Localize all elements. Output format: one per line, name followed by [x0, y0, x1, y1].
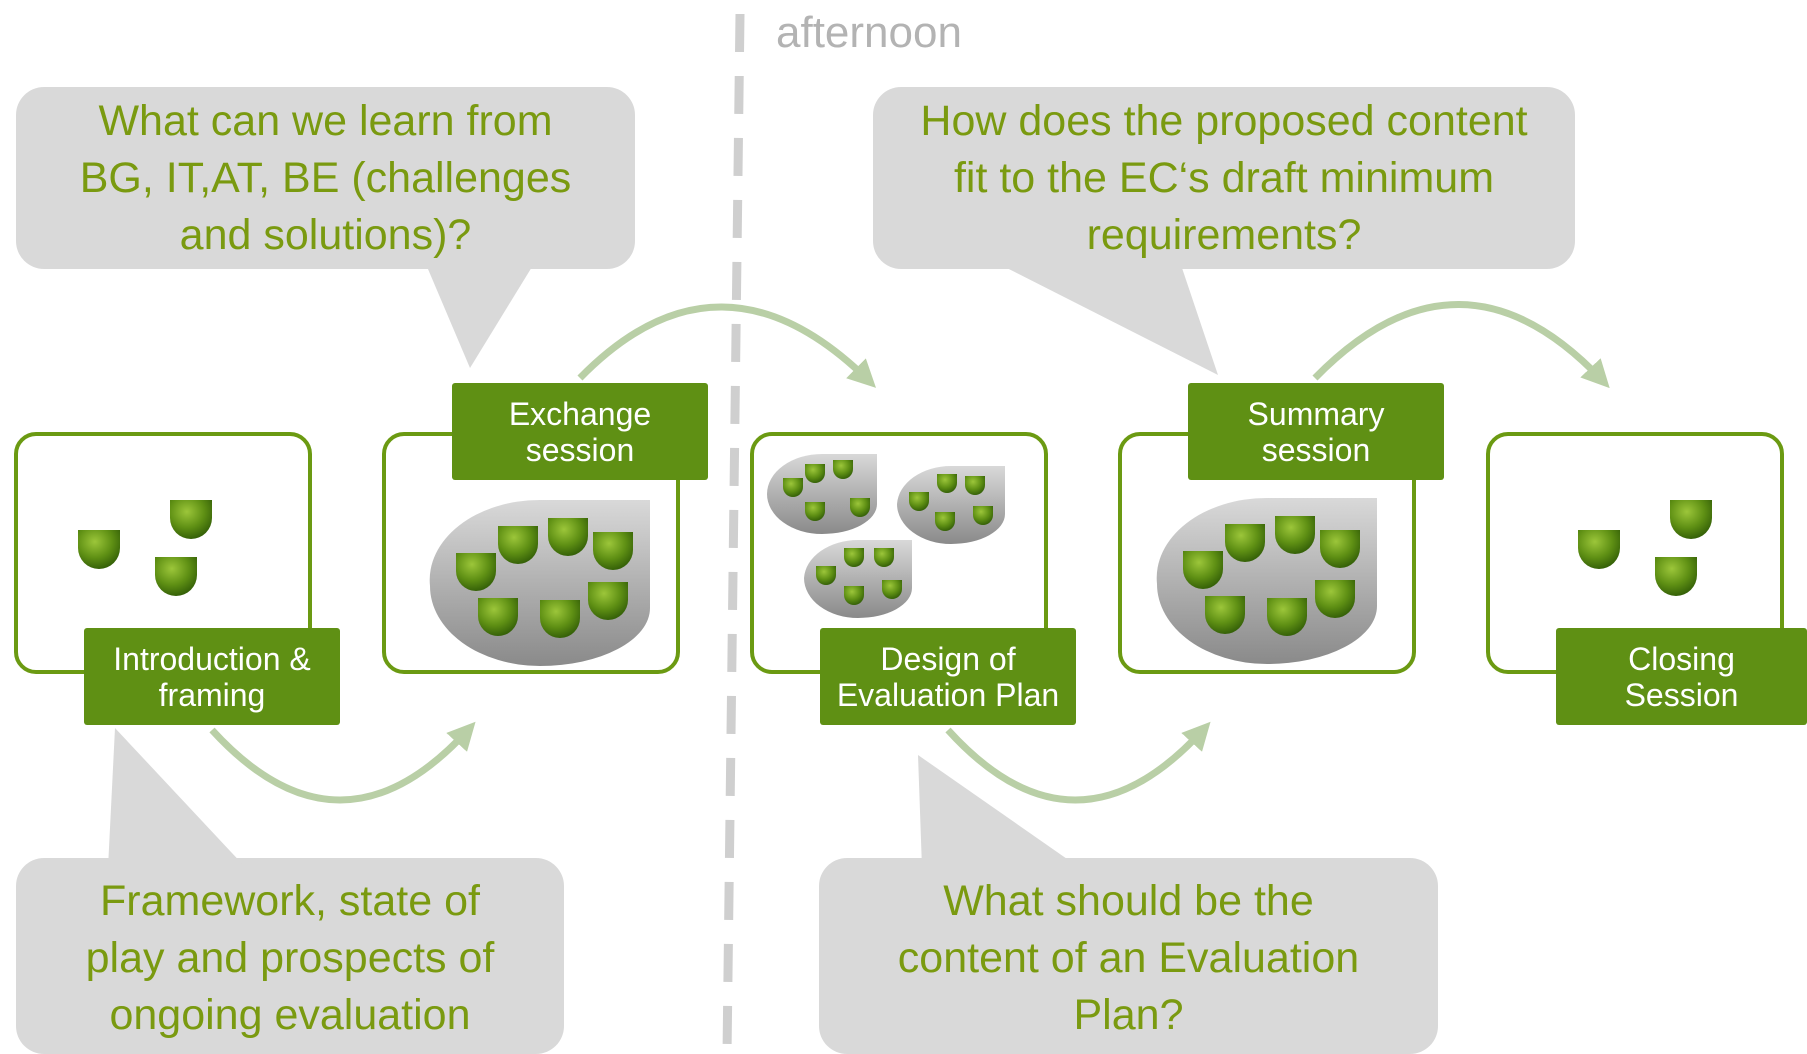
callout-fit: How does the proposed content fit to the…: [920, 96, 1528, 259]
arrow-design-to-summary: [945, 721, 1211, 804]
callout-learn-shape: [16, 87, 635, 368]
callout-learn: What can we learn from BG, IT,AT, BE (ch…: [79, 96, 572, 259]
callout-content: What should be the content of an Evaluat…: [897, 876, 1360, 1039]
group-circle-icon: [1156, 497, 1377, 664]
callout-content-shape: [819, 755, 1438, 1054]
stage-label-introduction: Introduction & framing: [84, 628, 340, 725]
callout-fit-shape: [873, 87, 1575, 375]
breakout-groups-icon: [767, 454, 1005, 618]
afternoon-label: afternoon: [776, 8, 962, 57]
stage-label-design: Design of Evaluation Plan: [820, 628, 1076, 725]
small-drops-icon: [1578, 500, 1712, 596]
arrow-summary-to-closing: [1312, 301, 1610, 389]
stage-label-closing: Closing Session: [1556, 628, 1807, 725]
callout-framework-shape: [16, 728, 564, 1054]
callout-framework: Framework, state of play and prospects o…: [85, 876, 495, 1039]
arrow-exchange-to-design: [577, 303, 877, 388]
divider-line: [722, 13, 745, 1054]
small-drops-icon: [78, 500, 212, 596]
arrow-intro-to-exchange: [209, 721, 476, 804]
stage-label-exchange: Exchange session: [452, 383, 708, 480]
stage-label-summary: Summary session: [1188, 383, 1444, 480]
group-circle-icon: [429, 499, 650, 666]
